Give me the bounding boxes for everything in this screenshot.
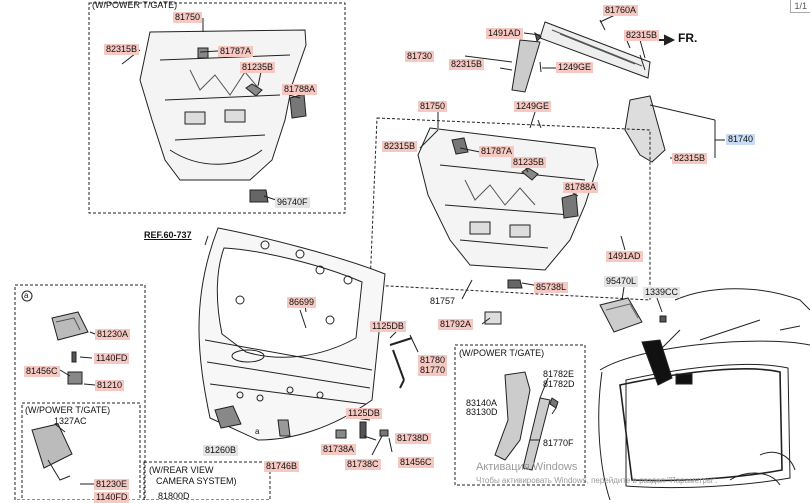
caption-power-tgate-left: (W/POWER T/GATE) bbox=[25, 405, 111, 415]
label-82315b-midl[interactable]: 82315B bbox=[382, 141, 418, 152]
label-83130d[interactable]: 83130D bbox=[466, 407, 498, 417]
label-81757[interactable]: 81757 bbox=[430, 296, 456, 306]
caption-power-tgate-mid: (W/POWER T/GATE) bbox=[459, 348, 545, 358]
label-81800d[interactable]: 81800D bbox=[158, 491, 190, 501]
label-81770[interactable]: 81770 bbox=[418, 365, 448, 376]
caption-rear-camera-2: CAMERA SYSTEM) bbox=[156, 476, 237, 486]
label-81740[interactable]: 81740 bbox=[726, 134, 756, 145]
power-tgate-box-mid bbox=[454, 344, 586, 486]
label-81746b[interactable]: 81746B bbox=[264, 461, 300, 472]
label-81787a-top[interactable]: 81787A bbox=[218, 46, 254, 57]
power-tgate-box-left bbox=[21, 402, 141, 500]
label-83140a[interactable]: 83140A bbox=[466, 398, 498, 408]
power-strut-81770f bbox=[494, 371, 551, 471]
trim-group-box-mid bbox=[369, 117, 651, 301]
trim-81740 bbox=[624, 95, 666, 163]
bolt-86699 bbox=[299, 309, 307, 329]
label-81456c-r[interactable]: 81456C bbox=[398, 457, 434, 468]
tailgate-door bbox=[198, 227, 386, 441]
rear-camera-box bbox=[143, 461, 271, 500]
part-81235b-top bbox=[245, 83, 263, 97]
label-81770f[interactable]: 81770F bbox=[543, 438, 574, 448]
label-81730[interactable]: 81730 bbox=[405, 51, 435, 62]
part-81788a-top bbox=[289, 93, 307, 119]
caption-rear-camera-1: (W/REAR VIEW bbox=[149, 465, 214, 475]
label-1249ge-mid[interactable]: 1249GE bbox=[514, 101, 552, 112]
fr-label: FR. bbox=[678, 31, 698, 45]
page-indicator: 1/1 bbox=[790, 0, 810, 13]
label-81230e[interactable]: 81230E bbox=[94, 479, 130, 490]
ref-label[interactable]: REF.60-737 bbox=[144, 230, 192, 240]
label-81760a[interactable]: 81760A bbox=[603, 5, 639, 16]
label-1249ge-top[interactable]: 1249GE bbox=[556, 62, 594, 73]
label-81788a-top[interactable]: 81788A bbox=[282, 84, 318, 95]
label-85738l[interactable]: 85738L bbox=[534, 282, 569, 293]
label-82315b-mid[interactable]: 82315B bbox=[449, 59, 485, 70]
label-1125db-a[interactable]: 1125DB bbox=[370, 321, 406, 332]
vehicle-rear bbox=[598, 288, 810, 500]
handle-81230e bbox=[31, 423, 73, 481]
label-81750-mid[interactable]: 81750 bbox=[418, 101, 448, 112]
caption-power-tgate-top: (W/POWER T/GATE) bbox=[92, 0, 178, 10]
label-81782e[interactable]: 81782E bbox=[543, 369, 575, 379]
label-81235b-mid[interactable]: 81235B bbox=[511, 157, 547, 168]
module-locator-arrow bbox=[641, 339, 673, 386]
label-81738d[interactable]: 81738D bbox=[395, 433, 431, 444]
label-1125db-b[interactable]: 1125DB bbox=[346, 408, 382, 419]
label-81235b-top[interactable]: 81235B bbox=[240, 62, 276, 73]
label-81210[interactable]: 81210 bbox=[95, 380, 125, 391]
label-81782d[interactable]: 81782D bbox=[543, 379, 575, 389]
activation-watermark-text: Чтобы активировать Windows, перейдите в … bbox=[476, 476, 718, 485]
label-82315b-r[interactable]: 82315B bbox=[672, 153, 708, 164]
circle-a-marker-door: a bbox=[255, 427, 260, 436]
label-1140fd-b[interactable]: 1140FD bbox=[94, 492, 130, 503]
part-96740f bbox=[249, 189, 269, 203]
module-95470l bbox=[599, 297, 643, 333]
label-96740f[interactable]: 96740F bbox=[275, 197, 310, 208]
label-1339cc[interactable]: 1339CC bbox=[643, 287, 681, 298]
handle-81230a bbox=[51, 311, 89, 341]
circle-a-marker-box: a bbox=[24, 291, 29, 300]
handle-box bbox=[14, 284, 146, 500]
label-82315b-tl[interactable]: 82315B bbox=[104, 44, 140, 55]
label-81780[interactable]: 81780 bbox=[418, 355, 448, 366]
label-86699[interactable]: 86699 bbox=[287, 297, 317, 308]
power-tgate-box-top bbox=[88, 2, 346, 214]
label-81738c[interactable]: 81738C bbox=[345, 459, 381, 470]
label-1140fd[interactable]: 1140FD bbox=[94, 353, 130, 364]
label-95470l[interactable]: 95470L bbox=[604, 276, 639, 287]
label-81456c-l[interactable]: 81456C bbox=[24, 366, 60, 377]
label-81788a-mid[interactable]: 81788A bbox=[563, 182, 599, 193]
trim-panel-mid bbox=[417, 127, 599, 271]
garnish-81730 bbox=[511, 39, 541, 93]
label-81260b[interactable]: 81260B bbox=[203, 445, 239, 456]
activation-watermark-title: Активация Windows bbox=[476, 461, 578, 473]
label-82315b-tr[interactable]: 82315B bbox=[624, 30, 660, 41]
label-81230a[interactable]: 81230A bbox=[95, 329, 131, 340]
label-1491ad-top[interactable]: 1491AD bbox=[486, 28, 523, 39]
label-81750-top[interactable]: 81750 bbox=[173, 12, 203, 23]
label-1491ad-mid[interactable]: 1491AD bbox=[606, 251, 643, 262]
part-81746b bbox=[277, 419, 291, 437]
lift-strut bbox=[389, 337, 413, 389]
label-1327ac[interactable]: 1327AC bbox=[54, 416, 87, 426]
label-81792a[interactable]: 81792A bbox=[438, 319, 474, 330]
label-81738a[interactable]: 81738A bbox=[321, 444, 357, 455]
part-81260b bbox=[214, 405, 242, 429]
label-81787a-mid[interactable]: 81787A bbox=[479, 146, 515, 157]
